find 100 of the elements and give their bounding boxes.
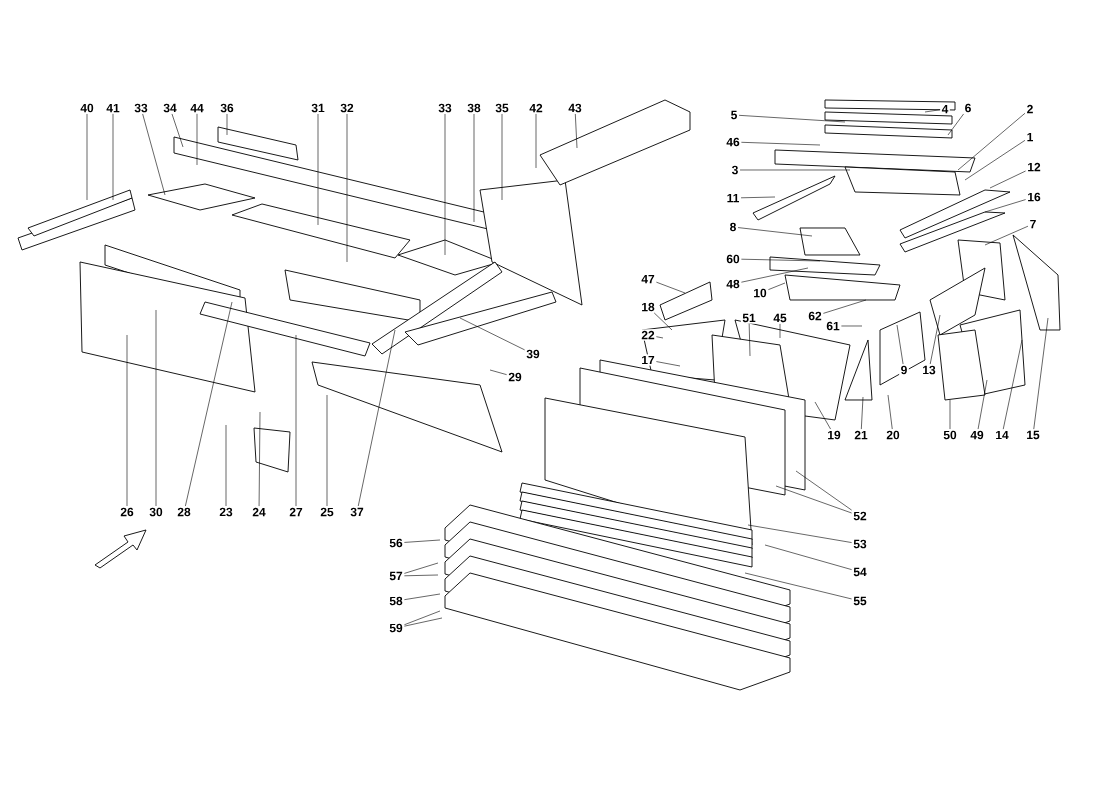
leader-line (747, 524, 852, 543)
callout-number: 30 (147, 506, 165, 518)
leader-line (112, 113, 114, 201)
leader-line (346, 113, 348, 263)
leader-line (738, 115, 846, 123)
callout-number: 19 (825, 429, 843, 441)
leader-line (226, 113, 228, 136)
callout-number: 15 (1024, 429, 1042, 441)
leader-line (404, 562, 439, 574)
callout-number: 33 (436, 102, 454, 114)
leader-line (740, 196, 776, 199)
leader-line (741, 142, 821, 146)
callout-number: 26 (118, 506, 136, 518)
callout-number: 8 (728, 221, 738, 233)
callout-number: 58 (387, 595, 405, 607)
leader-line (964, 140, 1026, 181)
leader-line (814, 401, 831, 430)
callout-number: 22 (639, 329, 657, 341)
callout-number: 48 (724, 278, 742, 290)
callout-number: 50 (941, 429, 959, 441)
callout-number: 14 (993, 429, 1011, 441)
callout-number: 23 (217, 506, 235, 518)
callout-number: 9 (899, 364, 909, 376)
callout-number: 54 (851, 566, 869, 578)
callout-number: 51 (740, 312, 758, 324)
callout-number: 56 (387, 537, 405, 549)
callout-number: 45 (771, 312, 789, 324)
callout-number: 25 (318, 506, 336, 518)
leader-line (656, 281, 686, 294)
leader-line (295, 334, 297, 507)
callout-number: 10 (751, 287, 769, 299)
leader-line (653, 312, 673, 331)
callout-number: 49 (968, 429, 986, 441)
leader-line (924, 109, 941, 113)
leader-line (929, 314, 941, 365)
callout-number: 5 (729, 109, 739, 121)
leader-line (444, 113, 446, 256)
leader-line (989, 170, 1026, 189)
callout-number: 39 (524, 348, 542, 360)
leader-line (501, 113, 503, 201)
leader-line (823, 299, 867, 314)
callout-number: 36 (218, 102, 236, 114)
leader-line (949, 399, 951, 430)
callout-number: 42 (527, 102, 545, 114)
leader-line (744, 572, 852, 600)
leader-line (489, 369, 507, 375)
leader-line (984, 225, 1029, 246)
callout-number: 18 (639, 301, 657, 313)
leader-line (404, 574, 439, 577)
leader-line (739, 169, 851, 171)
callout-number: 7 (1028, 218, 1038, 230)
callout-number: 37 (348, 506, 366, 518)
leader-line (404, 610, 441, 626)
leader-line (1002, 339, 1023, 430)
callout-number: 6 (963, 102, 973, 114)
callout-number: 47 (639, 273, 657, 285)
callout-number: 31 (309, 102, 327, 114)
leader-line (656, 361, 681, 367)
leader-line (977, 379, 988, 430)
leader-line (887, 394, 893, 430)
callout-number: 2 (1025, 103, 1035, 115)
callout-number: 57 (387, 570, 405, 582)
callout-number: 13 (920, 364, 938, 376)
callout-number: 52 (851, 510, 869, 522)
leader-line (404, 593, 441, 600)
callout-number: 40 (78, 102, 96, 114)
leader-line (142, 113, 166, 196)
callout-number: 59 (387, 622, 405, 634)
leader-line (258, 411, 261, 507)
callout-number: 55 (851, 595, 869, 607)
leader-line (86, 113, 88, 201)
leader-line (764, 544, 852, 570)
callout-number: 29 (506, 371, 524, 383)
callout-number: 3 (730, 164, 740, 176)
leader-line (656, 336, 664, 339)
leader-line (473, 113, 475, 223)
leader-line (196, 113, 198, 166)
leader-line (741, 267, 809, 283)
leader-line (861, 396, 864, 430)
leader-line (741, 258, 821, 262)
callout-number: 33 (132, 102, 150, 114)
callout-number: 46 (724, 136, 742, 148)
callout-number: 20 (884, 429, 902, 441)
leader-line (957, 112, 1026, 171)
callout-number: 60 (724, 253, 742, 265)
callout-number: 27 (287, 506, 305, 518)
leader-line (575, 113, 578, 149)
leader-line (185, 301, 233, 507)
leader-line (841, 325, 863, 327)
leader-line (748, 323, 751, 357)
leader-line (1033, 317, 1049, 430)
callout-number: 4 (940, 103, 950, 115)
leader-line (896, 324, 904, 365)
leader-line (404, 539, 441, 543)
callout-number: 11 (725, 192, 741, 204)
callout-number: 32 (338, 102, 356, 114)
callout-number: 43 (566, 102, 584, 114)
leader-line (947, 113, 964, 136)
leader-line (357, 329, 396, 507)
callout-number: 44 (188, 102, 206, 114)
